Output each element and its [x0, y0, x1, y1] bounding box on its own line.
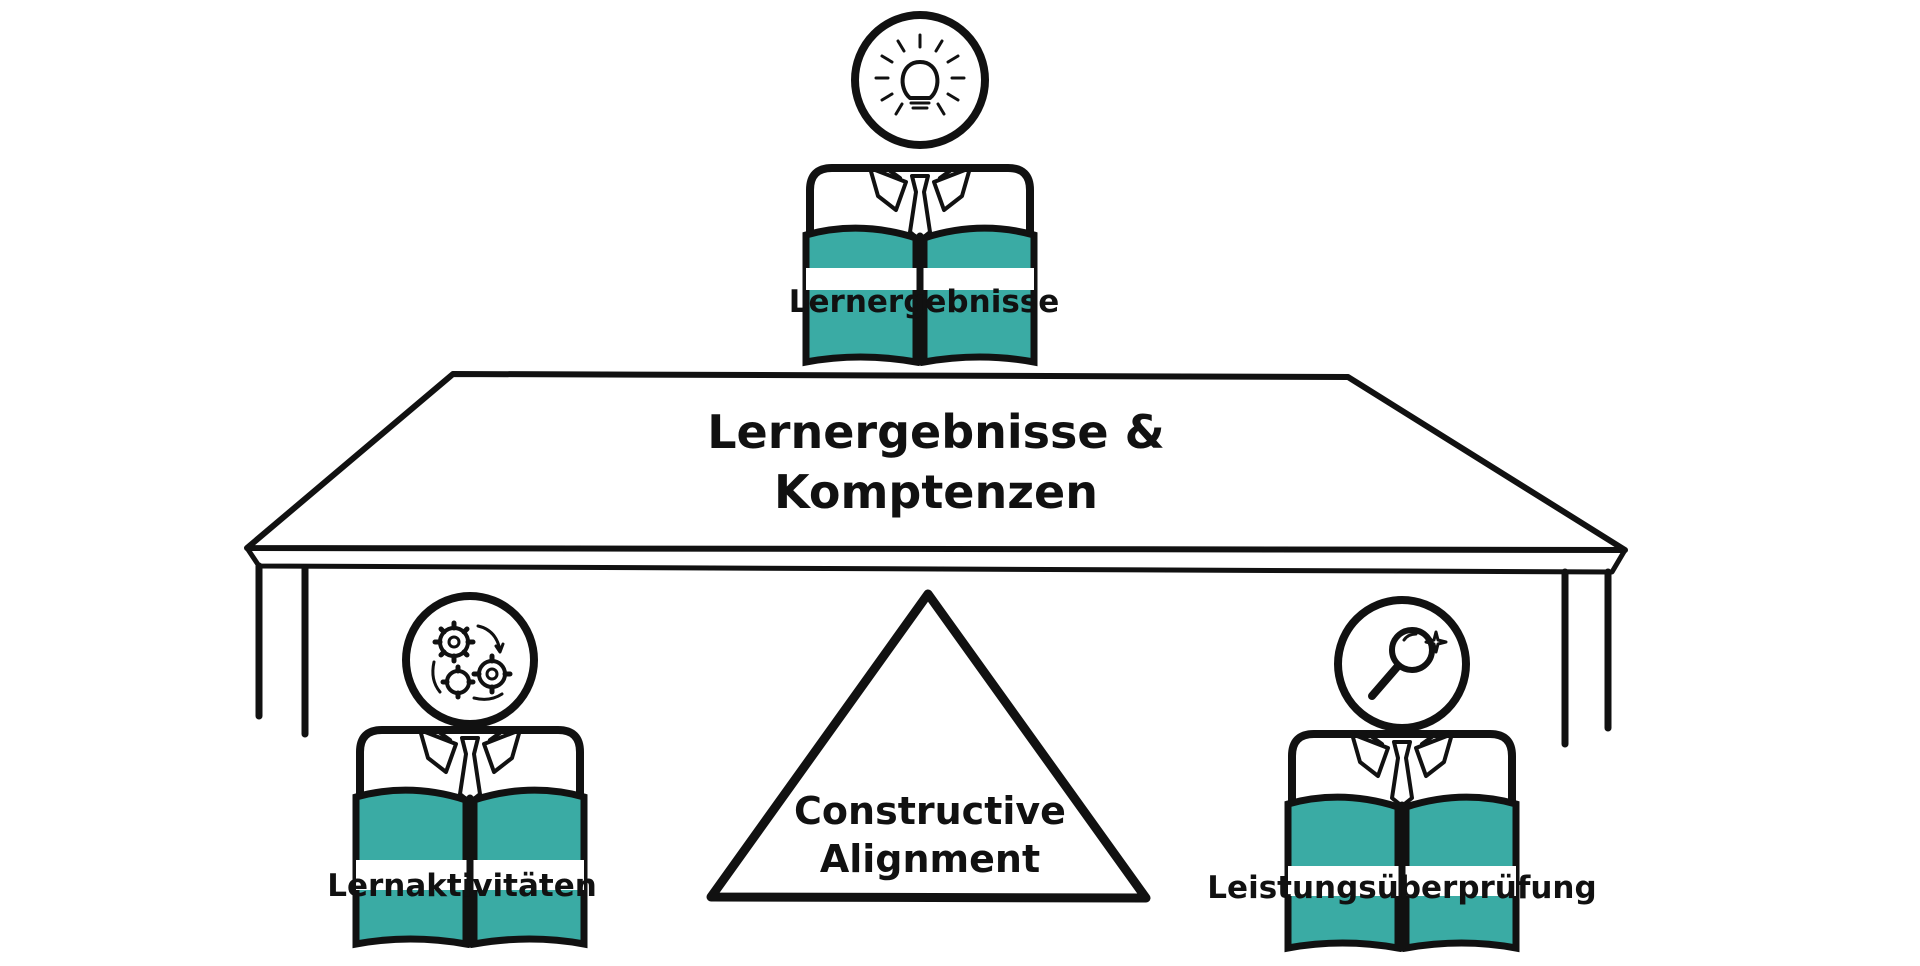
table-title-line2: Komptenzen	[774, 465, 1098, 519]
table-edge	[244, 545, 1628, 575]
figure-top-label: Lernergebnisse	[789, 284, 1059, 320]
magnifier-icon	[1334, 596, 1470, 732]
table-title-line1: Lernergebnisse &	[707, 405, 1164, 459]
figure-right: Leistungsüberprüfung	[1207, 596, 1597, 953]
figure-right-book	[1284, 793, 1520, 953]
triangle-shape	[706, 589, 1151, 903]
gears-icon	[402, 592, 538, 728]
figure-top: Lernergebnisse	[789, 11, 1059, 367]
figure-top-book	[802, 224, 1038, 367]
triangle-label-line2: Alignment	[820, 837, 1040, 881]
figure-left-label: Lernaktivitäten	[327, 868, 597, 904]
figure-left: Lernaktivitäten	[327, 592, 597, 949]
table-top	[244, 371, 1628, 553]
figure-left-book	[352, 786, 588, 949]
triangle-label-line1: Constructive	[794, 789, 1066, 833]
alignment-triangle: Constructive Alignment	[706, 589, 1151, 903]
lightbulb-icon	[851, 11, 989, 149]
figure-right-label: Leistungsüberprüfung	[1207, 870, 1596, 906]
figure-right-body	[1288, 730, 1516, 830]
table: Lernergebnisse & Komptenzen	[244, 371, 1628, 748]
